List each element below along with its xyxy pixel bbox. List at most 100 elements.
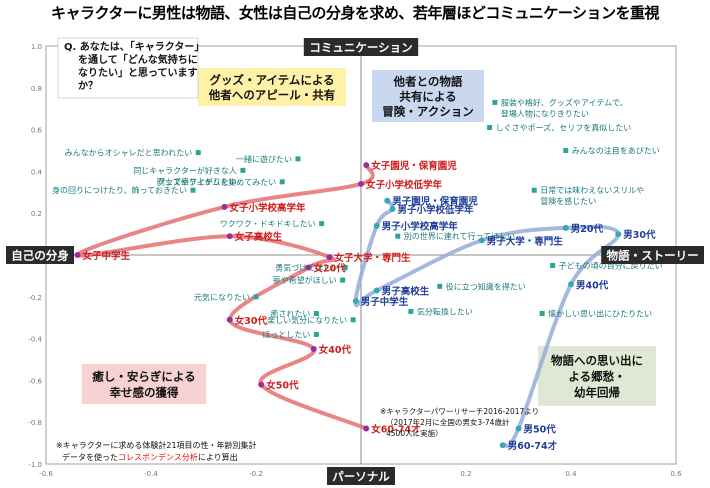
- female-point: [358, 180, 364, 187]
- female-point: [74, 252, 81, 258]
- question-text: を通して「どんな気持ちに: [78, 53, 198, 66]
- notes-layer: ※キャラクターパワーリサーチ2016-2017より（2017年2月に全国の男女3…: [56, 407, 539, 462]
- item-point: [253, 294, 259, 300]
- male-point: [562, 224, 569, 231]
- question-text: なりたい」と思っています: [78, 67, 198, 79]
- item-label: グッズやアイテムを集めてみたい: [157, 177, 276, 187]
- method-note-part: により算出: [198, 452, 238, 462]
- item-label: ほっとしたい: [262, 330, 310, 339]
- item-point: [313, 331, 319, 337]
- item-point: [313, 311, 319, 317]
- item-point: [350, 317, 356, 323]
- item-point: [190, 187, 196, 193]
- item-label: みんなからオシャレだと思われたい: [65, 149, 193, 158]
- male-label: 男子高校生: [382, 286, 430, 298]
- y-tick-label: -0.6: [28, 377, 42, 385]
- question-box: [57, 37, 199, 99]
- item-point: [531, 187, 537, 193]
- male-label: 男50代: [524, 423, 557, 435]
- male-point: [478, 237, 485, 244]
- y-tick-label: 0.2: [31, 210, 42, 218]
- male-point: [568, 281, 574, 288]
- item-point: [563, 148, 569, 153]
- item-point: [408, 308, 414, 314]
- female-label: 女子中学生: [83, 250, 131, 262]
- female-label: 女子小学校低学年: [366, 179, 443, 191]
- item-point: [437, 283, 443, 289]
- x-tick-label: 0.4: [565, 470, 577, 478]
- source-note: （2017年2月に全国の男女3-74歳計: [386, 417, 510, 427]
- item-point: [492, 99, 498, 105]
- item-point: [195, 150, 201, 156]
- method-note-line2: データを使ったコレスポンデンス分析により算出: [62, 452, 238, 462]
- male-point: [373, 222, 380, 229]
- female-point: [363, 162, 370, 169]
- female-label: 女50代: [266, 380, 299, 392]
- quadrant-box: [538, 346, 656, 406]
- male-label: 男子中学生: [361, 296, 409, 308]
- female-label: 女20代: [314, 263, 347, 275]
- male-label: 男子小学校高学年: [382, 221, 459, 233]
- female-point: [258, 381, 265, 388]
- quadrant-box-label: 物語への思い出に: [551, 353, 643, 367]
- y-tick-label: 1.0: [31, 43, 42, 51]
- item-label: 夢や希望がほしい: [273, 275, 337, 285]
- female-label: 女子園児・保育園児: [371, 160, 457, 172]
- female-point: [310, 346, 317, 353]
- method-note-part: データを使った: [62, 452, 118, 462]
- axis-label-top: コミュニケーション: [309, 41, 412, 55]
- item-point: [240, 167, 246, 173]
- item-label: 別の世界に連れて行ってほしい: [404, 231, 515, 241]
- quadrant-box: [198, 68, 346, 106]
- quadrant-boxes-layer: グッズ・アイテムによる他者へのアピール・共有他者との物語共有による冒険・アクショ…: [57, 37, 656, 406]
- item-label: 元気になりたい: [194, 292, 250, 302]
- item-label: ワクワク・ドキドキしたい: [220, 220, 316, 229]
- quadrant-box-label: 共有による: [399, 89, 456, 103]
- male-point: [615, 231, 622, 238]
- female-point: [226, 316, 233, 323]
- item-point: [550, 262, 556, 268]
- female-label: 女30代: [235, 315, 268, 327]
- female-point: [221, 203, 228, 210]
- axis-label-right-bg: [601, 246, 704, 264]
- x-tick-label: 0.6: [670, 470, 682, 478]
- female-label: 女子小学校高学年: [230, 202, 307, 214]
- item-point: [342, 265, 348, 271]
- male-point: [515, 425, 522, 432]
- quadrant-box: [82, 364, 206, 404]
- quadrant-box-label: グッズ・アイテムによる: [209, 73, 334, 87]
- male-label: 男子小学校低学年: [398, 204, 475, 216]
- source-note: 4500人に実施）: [386, 428, 443, 438]
- item-label: 気分転換したい: [417, 306, 473, 316]
- female-point: [305, 264, 312, 271]
- item-point: [539, 311, 545, 317]
- male-label: 男40代: [576, 279, 609, 291]
- y-tick-label: 0.6: [31, 127, 43, 135]
- quadrant-box-label: 幸せ感の獲得: [110, 385, 179, 399]
- y-tick-label: -0.4: [28, 336, 42, 344]
- item-point: [295, 156, 301, 162]
- item-label: 一緒に遊びたい: [236, 154, 292, 164]
- x-tick-label: 0.2: [460, 470, 471, 478]
- x-tick-label: -0.4: [144, 470, 158, 478]
- axis-label-right: 物語・ストーリー: [607, 249, 699, 263]
- item-label: 同じキャラクターが好きな人: [133, 165, 237, 175]
- item-label: 同士で盛り上がりたい: [157, 176, 237, 186]
- points-layer: 服装や格好、グッズやアイテムで、登場人物になりきりたいしぐさやポーズ、セリフを真…: [52, 97, 663, 452]
- quadrant-box-label: よる郷愁・: [568, 369, 625, 383]
- source-note: ※キャラクターパワーリサーチ2016-2017より: [380, 407, 539, 416]
- x-tick-label: -0.6: [39, 470, 53, 478]
- method-note-highlight: コレスポンデンス分析: [118, 452, 198, 462]
- male-label: 男60-74才: [508, 440, 558, 452]
- male-label: 男子大学・専門生: [487, 235, 564, 247]
- quadrant-box-label: 冒険・アクション: [382, 104, 473, 118]
- quadrant-box-label: 癒し・安らぎによる: [92, 369, 195, 383]
- axis-label-bottom-bg: [327, 467, 395, 485]
- male-point: [384, 197, 391, 204]
- quadrant-box-label: 他者との物語: [393, 74, 463, 88]
- axis-label-left-bg: [6, 246, 74, 264]
- item-point: [340, 277, 346, 283]
- item-label: 役に立つ知識を得たい: [446, 281, 526, 291]
- method-note-line1: ※キャラクターに求める体験計21項目の性・年齢別集計: [56, 440, 257, 450]
- female-point: [326, 254, 333, 261]
